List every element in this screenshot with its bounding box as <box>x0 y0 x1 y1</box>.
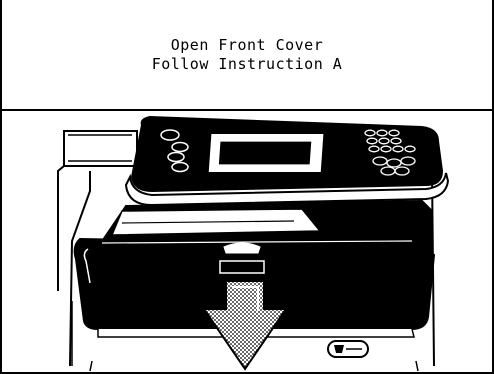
cover-label-icon <box>328 341 368 357</box>
printer-icon <box>2 111 492 372</box>
control-panel-icon <box>126 117 448 205</box>
instruction-line-2: Follow Instruction A <box>152 55 343 74</box>
instruction-line-1: Open Front Cover <box>171 36 324 55</box>
message-panel: Open Front Cover Follow Instruction A <box>2 0 492 111</box>
printer-illustration <box>2 111 492 372</box>
